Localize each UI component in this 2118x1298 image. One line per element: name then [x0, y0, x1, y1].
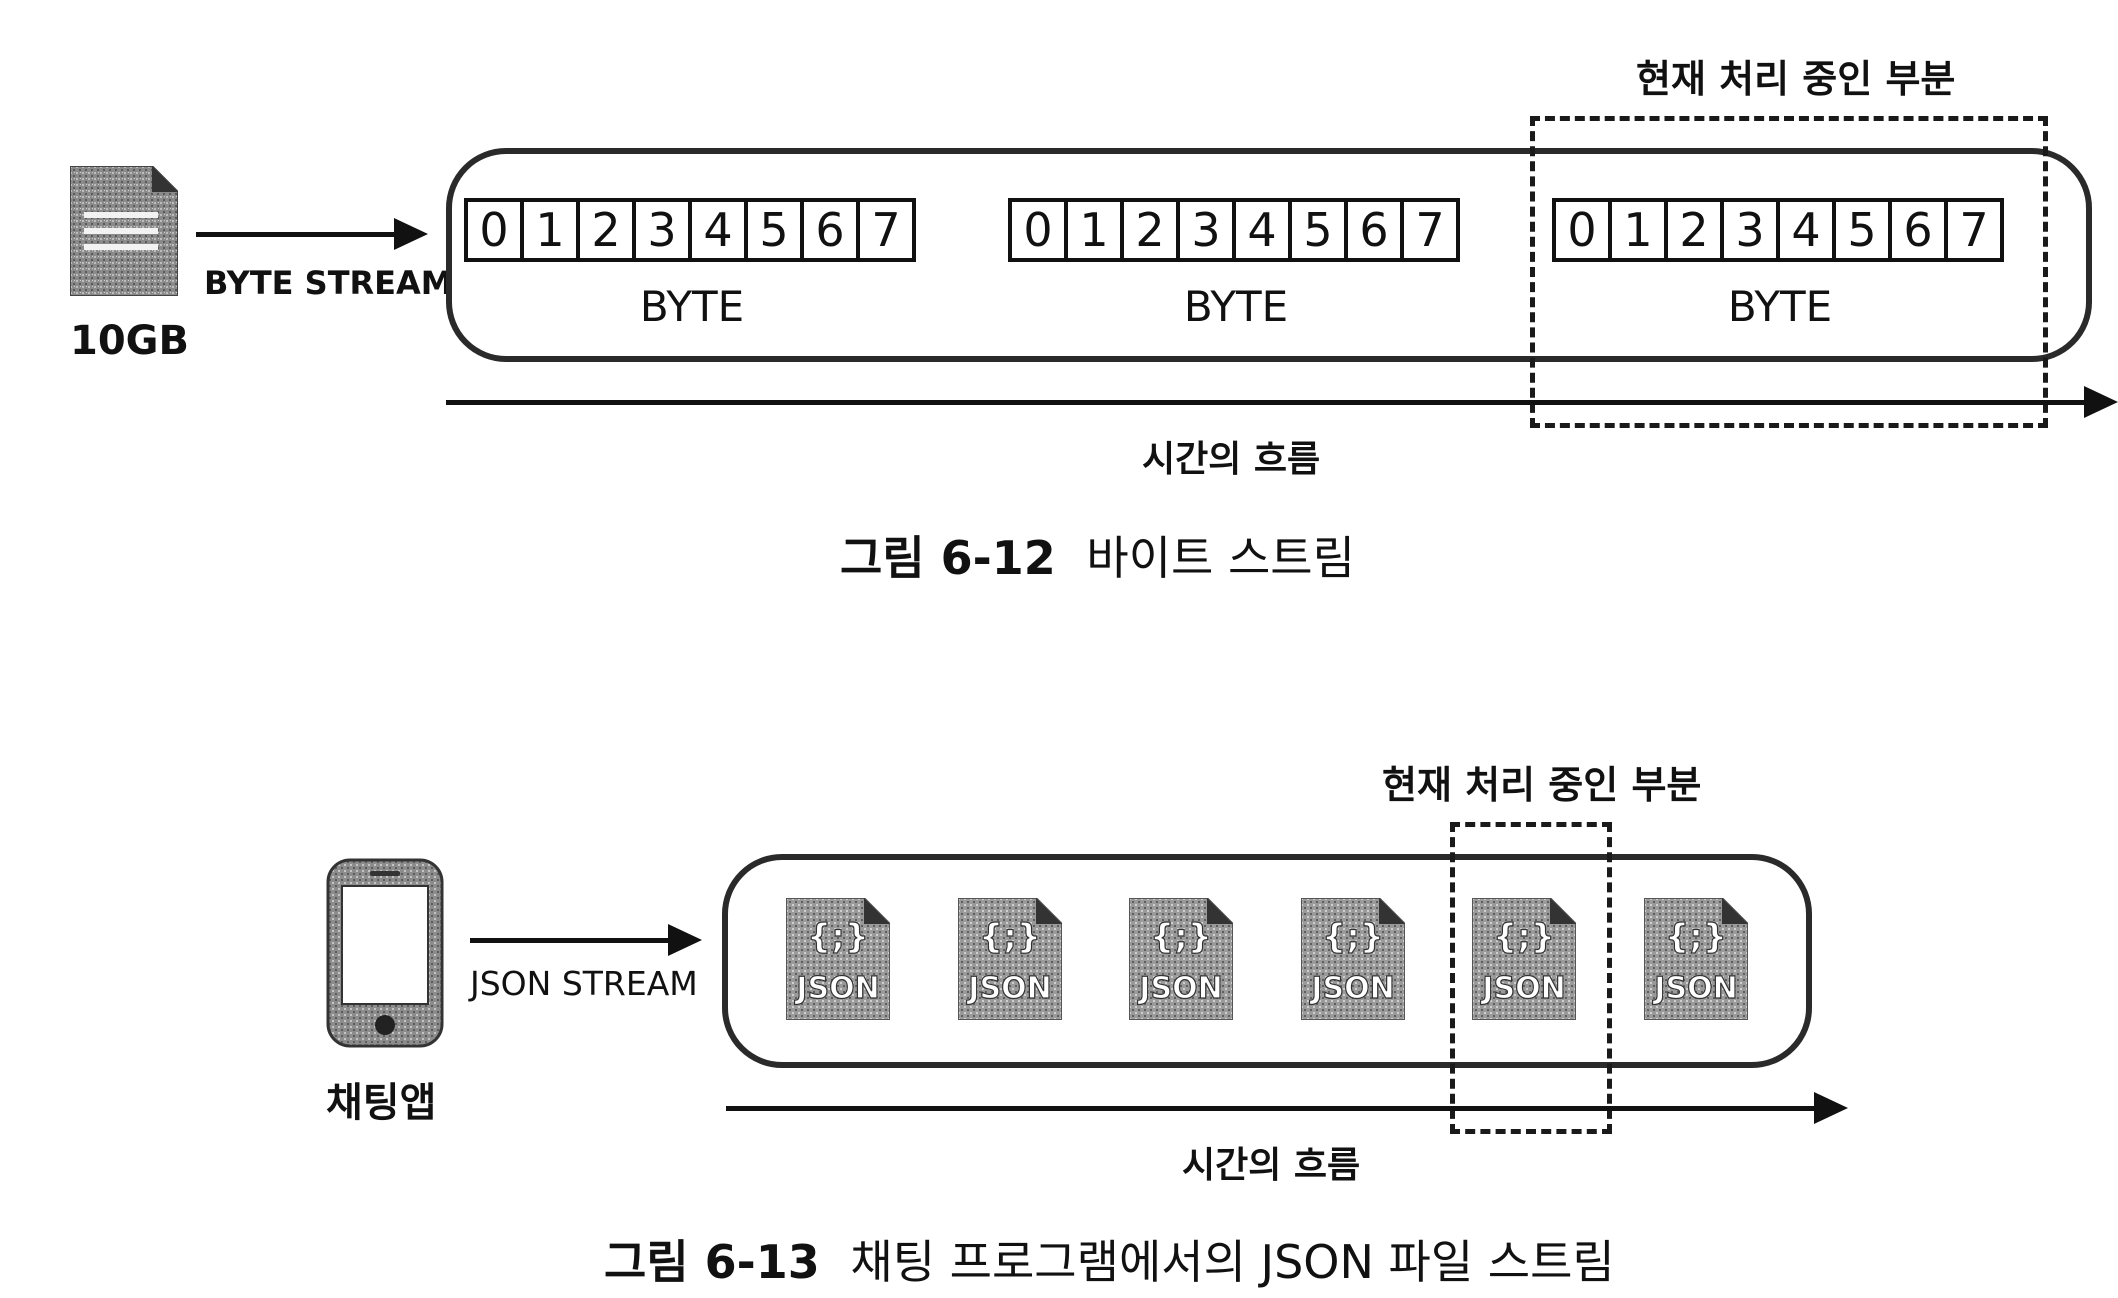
bit-cell: 7 — [1944, 198, 2004, 262]
byte-stream-arrow-head — [394, 218, 428, 250]
json-file-icon: {;} JSON — [1129, 898, 1233, 1020]
figure-caption: 그림 6-13 채팅 프로그램에서의 JSON 파일 스트림 — [604, 1226, 1615, 1292]
byte-stream-label: BYTE STREAM — [204, 264, 453, 302]
byte-stream-container — [446, 148, 2092, 362]
bit-cell: 1 — [1064, 198, 1124, 262]
bit-cell: 0 — [1008, 198, 1068, 262]
json-glyph: {;} — [807, 917, 869, 957]
bit-cell: 6 — [1344, 198, 1404, 262]
smartphone-icon — [326, 858, 444, 1048]
bit-cell: 7 — [1400, 198, 1460, 262]
json-file-label: JSON — [1309, 971, 1394, 1006]
bit-cell: 3 — [1176, 198, 1236, 262]
byte-group-1: 0 1 2 3 4 5 6 7 — [464, 198, 916, 262]
byte-stream-arrow-line — [196, 232, 396, 237]
file-size-label: 10GB — [70, 318, 189, 364]
caption-number: 그림 6-13 — [604, 1235, 820, 1289]
bit-cell: 5 — [744, 198, 804, 262]
byte-label-2: BYTE — [1183, 282, 1289, 331]
bit-cell: 7 — [856, 198, 916, 262]
json-stream-container — [722, 854, 1812, 1068]
time-arrow-head — [1814, 1092, 1848, 1124]
json-file-icon: {;} JSON — [786, 898, 890, 1020]
time-arrow-head — [2084, 386, 2118, 418]
bit-cell: 0 — [1552, 198, 1612, 262]
json-stream-label: JSON STREAM — [470, 964, 698, 1003]
bit-cell: 4 — [688, 198, 748, 262]
time-arrow-line — [726, 1106, 1816, 1111]
byte-label-1: BYTE — [639, 282, 745, 331]
time-label: 시간의 흐름 — [1182, 1145, 1361, 1186]
time-arrow-line — [446, 400, 2086, 405]
bit-cell: 3 — [1720, 198, 1780, 262]
bit-cell: 5 — [1832, 198, 1892, 262]
json-glyph: {;} — [1150, 917, 1212, 957]
processing-label: 현재 처리 중인 부분 — [1636, 57, 1956, 101]
json-glyph: {;} — [1321, 917, 1383, 957]
json-file-label: JSON — [1480, 971, 1565, 1006]
caption-text: 채팅 프로그램에서의 JSON 파일 스트림 — [850, 1235, 1615, 1289]
processing-region — [1450, 822, 1612, 1134]
document-icon — [70, 166, 178, 296]
json-file-label: JSON — [1137, 971, 1222, 1006]
processing-label: 현재 처리 중인 부분 — [1382, 763, 1702, 807]
byte-label-3: BYTE — [1727, 282, 1833, 331]
byte-group-2: 0 1 2 3 4 5 6 7 — [1008, 198, 1460, 262]
chat-app-label: 채팅앱 — [326, 1080, 437, 1126]
bit-cell: 2 — [1664, 198, 1724, 262]
bit-cell: 2 — [576, 198, 636, 262]
json-stream-arrow-head — [668, 924, 702, 956]
bit-cell: 5 — [1288, 198, 1348, 262]
byte-group-3: 0 1 2 3 4 5 6 7 — [1552, 198, 2004, 262]
bit-cell: 0 — [464, 198, 524, 262]
json-file-icon: {;} JSON — [957, 898, 1062, 1020]
bit-cell: 1 — [520, 198, 580, 262]
processing-region — [1530, 116, 2048, 428]
bit-cell: 4 — [1232, 198, 1292, 262]
json-file-icon: {;} JSON — [1300, 898, 1405, 1020]
json-file-icon: {;} JSON — [1643, 898, 1748, 1020]
bit-cell: 2 — [1120, 198, 1180, 262]
json-file-label: JSON — [1652, 971, 1737, 1006]
json-file-label: JSON — [794, 971, 879, 1006]
bit-cell: 3 — [632, 198, 692, 262]
json-glyph: {;} — [978, 917, 1040, 957]
json-glyph: {;} — [1493, 917, 1555, 957]
bit-cell: 6 — [800, 198, 860, 262]
caption-text: 바이트 스트림 — [1086, 531, 1355, 585]
figure-caption: 그림 6-12 바이트 스트림 — [840, 522, 1355, 588]
caption-number: 그림 6-12 — [840, 531, 1056, 585]
json-glyph: {;} — [1664, 917, 1726, 957]
json-stream-arrow-line — [470, 938, 670, 943]
json-file-label: JSON — [966, 971, 1051, 1006]
time-label: 시간의 흐름 — [1142, 439, 1321, 480]
json-file-icon: {;} JSON — [1472, 898, 1576, 1020]
